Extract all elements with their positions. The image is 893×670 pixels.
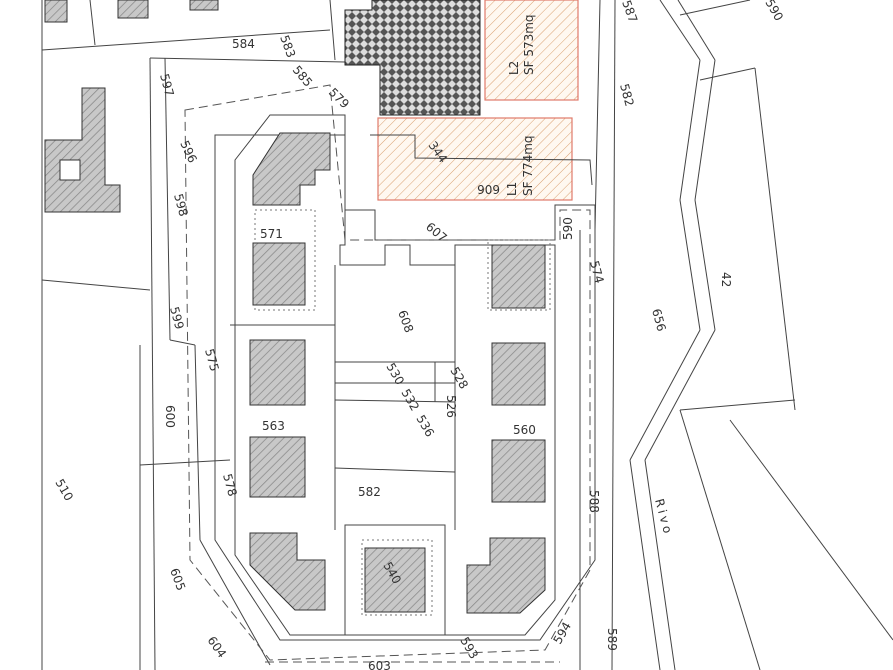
parcel-label: 597 (157, 72, 176, 98)
parcel-label: 582 (617, 82, 636, 108)
parcel-label: 598 (171, 192, 190, 218)
parcel-label: 588 (587, 490, 601, 513)
parcel-label: 589 (605, 628, 619, 651)
parcel-label: 579 (326, 85, 352, 111)
lot-L2-area: SF 573mq (522, 14, 536, 75)
parcel-label: 582 (358, 485, 381, 499)
parcel-label: 578 (220, 472, 239, 498)
parcel-label: 575 (202, 347, 221, 373)
lot-L2-id: L2 (507, 61, 521, 75)
parcel-label: 510 (52, 477, 76, 504)
parcel-label: 656 (649, 307, 668, 333)
parcel-label: 560 (513, 423, 536, 437)
parcel-label: 603 (368, 659, 391, 670)
parcel-label: 585 (290, 63, 315, 90)
parcel-label: 600 (163, 405, 177, 428)
lot-L1-area: SF 774mq (521, 135, 535, 196)
parcel-label: 587 (619, 0, 640, 25)
parcel-boundaries (41, 0, 893, 670)
parcel-label: 574 (587, 259, 606, 285)
lot-L1-id: L1 (505, 182, 519, 196)
parcel-label: 599 (167, 305, 186, 331)
parcel-label: 590 (762, 0, 786, 23)
parcel-label: 594 (550, 620, 574, 647)
parcel-label: 590 (561, 217, 575, 240)
parcel-label: 584 (232, 37, 255, 51)
buildings (44, 0, 546, 614)
parcel-label: 42 (719, 272, 733, 287)
parcel-label: 596 (177, 138, 199, 165)
parcel-label: 583 (277, 33, 298, 59)
parcel-label: 536 (413, 413, 437, 440)
parcel-label: 528 (447, 365, 471, 392)
lot-L2[interactable]: L2 SF 573mq (484, 0, 579, 101)
parcel-label: 607 (423, 220, 450, 245)
parcel-label: 608 (395, 308, 416, 334)
compound-outline (139, 84, 596, 663)
parcel-label: 604 (205, 634, 230, 661)
parcel-label: 563 (262, 419, 285, 433)
lot-L1[interactable]: L1 SF 774mq 344 (370, 117, 593, 201)
parcel-label: 526 (444, 395, 458, 418)
parcel-label: 571 (260, 227, 283, 241)
parcel-label: 606 (477, 182, 500, 196)
parcel-label: 593 (457, 635, 481, 662)
parcel-label: 532 (398, 387, 422, 414)
parcel-label: 605 (167, 566, 188, 592)
